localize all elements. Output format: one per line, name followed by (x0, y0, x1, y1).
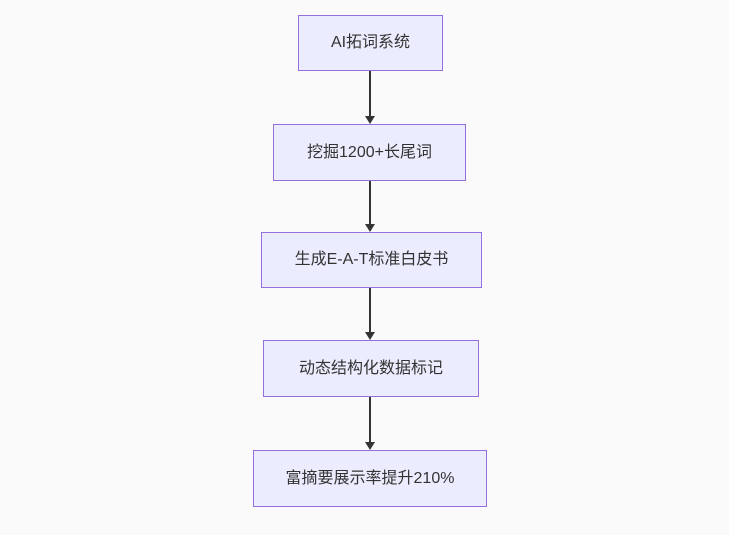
arrow-line (369, 288, 371, 333)
arrow-line (369, 397, 371, 443)
arrow-line (369, 181, 371, 225)
flow-node-label: 生成E-A-T标准白皮书 (294, 251, 449, 269)
arrow-head-icon (365, 116, 375, 124)
flow-node-label: 富摘要展示率提升210% (285, 469, 455, 487)
flow-node-label: 挖掘1200+长尾词 (307, 143, 432, 161)
flow-node-ai-word-expansion-system: AI拓词系统 (298, 15, 443, 71)
arrow-head-icon (365, 442, 375, 450)
flow-node-longtail-keywords: 挖掘1200+长尾词 (273, 124, 466, 181)
arrow-head-icon (365, 224, 375, 232)
arrow-line (369, 71, 371, 117)
arrow-head-icon (365, 332, 375, 340)
flow-node-rich-snippet-rate: 富摘要展示率提升210% (253, 450, 487, 507)
flow-node-structured-data-markup: 动态结构化数据标记 (263, 340, 479, 397)
flow-node-label: AI拓词系统 (330, 34, 411, 52)
flow-node-eat-whitepaper: 生成E-A-T标准白皮书 (261, 232, 482, 288)
flow-node-label: 动态结构化数据标记 (298, 359, 443, 377)
